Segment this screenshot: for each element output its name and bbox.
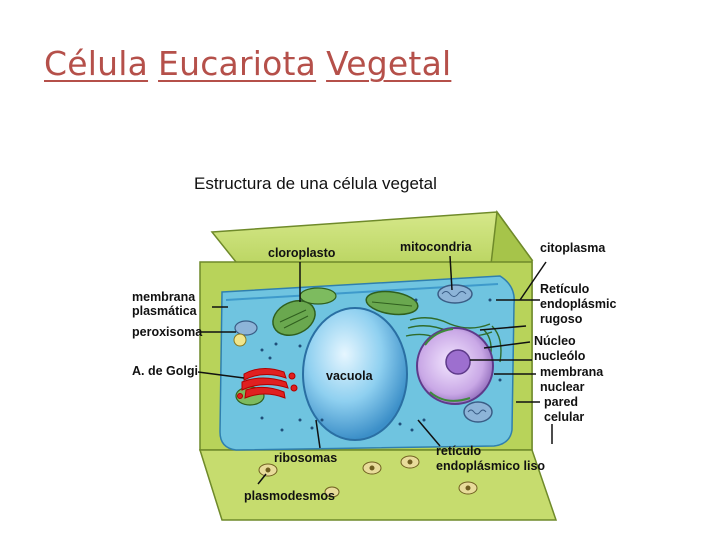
ribosomes — [260, 298, 502, 432]
label-celular: celular — [544, 410, 584, 424]
label-nucleo: Núcleo — [534, 334, 576, 348]
label-agolgi: A. de Golgi — [132, 364, 198, 378]
label-reticulo-liso-2: endoplásmico liso — [436, 459, 545, 473]
label-plasmatica: plasmática — [132, 304, 198, 318]
label-reticulo: Retículo — [540, 282, 590, 296]
chloroplast-2 — [365, 290, 419, 316]
chloroplast-3 — [299, 287, 337, 305]
label-ribosomas: ribosomas — [274, 451, 337, 465]
label-peroxisoma: peroxisoma — [132, 325, 203, 339]
label-plasmodesmos: plasmodesmos — [244, 489, 335, 503]
label-reticulo-liso-1: retículo — [436, 444, 482, 458]
golgi-apparatus — [237, 368, 298, 399]
label-vacuola: vacuola — [326, 369, 374, 383]
label-membrana-nuclear-2: nuclear — [540, 380, 585, 394]
peroxisome — [233, 333, 247, 347]
label-membrana: membrana — [132, 290, 196, 304]
nucleus — [416, 327, 494, 405]
mitochondria-2 — [463, 401, 493, 423]
plasmodesmata — [258, 455, 478, 498]
label-endoplasmic: endoplásmic — [540, 297, 616, 311]
label-citoplasma: citoplasma — [540, 241, 606, 255]
label-mitocondria: mitocondria — [400, 240, 473, 254]
label-nucleolo: nucleólo — [534, 349, 586, 363]
mitochondria-3 — [234, 320, 258, 336]
vacuole — [302, 307, 408, 441]
label-cloroplasto: cloroplasto — [268, 246, 336, 260]
label-pared: pared — [544, 395, 578, 409]
mitochondria-1 — [437, 284, 473, 304]
title-word-celula: Célula — [44, 44, 149, 83]
diagram-heading: Estructura de una célula vegetal — [194, 174, 437, 193]
label-membrana-nuclear-1: membrana — [540, 365, 604, 379]
label-rugoso: rugoso — [540, 312, 583, 326]
title-word-eucariota: Eucariota — [158, 44, 317, 83]
chloroplast-1 — [272, 300, 316, 336]
title-word-vegetal: Vegetal — [326, 44, 452, 83]
leader-lines — [197, 255, 553, 485]
